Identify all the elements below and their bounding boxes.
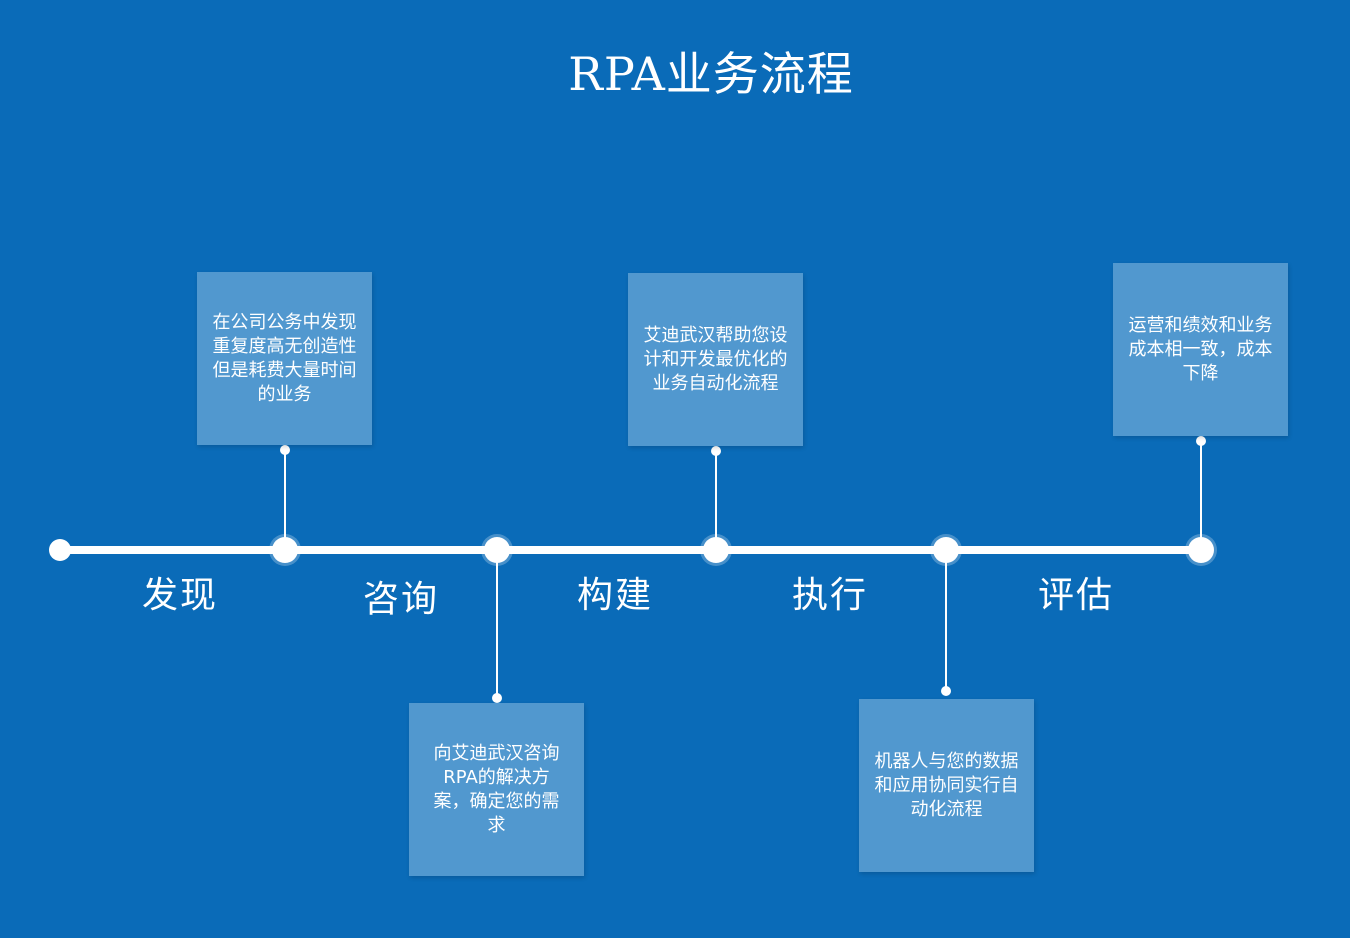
stage-label-discover: 发现	[141, 575, 218, 616]
connector-evaluate	[1200, 441, 1202, 550]
timeline-node-evaluate	[1188, 537, 1214, 563]
card-build: 艾迪武汉帮助您设计和开发最优化的业务自动化流程	[628, 273, 803, 446]
timeline-node-discover	[272, 537, 298, 563]
card-consult-text: 向艾迪武汉咨询RPA的解决方案，确定您的需求	[433, 742, 560, 836]
connector-dot-build	[711, 446, 721, 456]
timeline-node-execute	[933, 537, 959, 563]
card-evaluate: 运营和绩效和业务成本相一致，成本下降	[1113, 263, 1288, 436]
card-discover: 在公司公务中发现重复度高无创造性但是耗费大量时间的业务	[197, 272, 372, 445]
page-title: RPA业务流程	[568, 47, 854, 101]
stage-label-consult: 咨询	[362, 579, 439, 620]
card-evaluate-text: 运营和绩效和业务成本相一致，成本下降	[1128, 314, 1273, 384]
card-execute-text: 机器人与您的数据和应用协同实行自动化流程	[874, 750, 1019, 820]
timeline-start-node	[49, 539, 71, 561]
stage-label-evaluate: 评估	[1037, 575, 1114, 616]
stage-label-execute: 执行	[791, 575, 868, 616]
card-build-text: 艾迪武汉帮助您设计和开发最优化的业务自动化流程	[643, 324, 788, 394]
card-discover-text: 在公司公务中发现重复度高无创造性但是耗费大量时间的业务	[212, 311, 357, 405]
stage-label-build: 构建	[576, 575, 653, 616]
connector-dot-execute	[941, 686, 951, 696]
connector-dot-evaluate	[1196, 436, 1206, 446]
card-execute: 机器人与您的数据和应用协同实行自动化流程	[859, 699, 1034, 872]
timeline-line	[60, 546, 1202, 554]
connector-build	[715, 451, 717, 550]
timeline-node-consult	[484, 537, 510, 563]
timeline-node-build	[703, 537, 729, 563]
connector-execute	[945, 550, 947, 691]
connector-consult	[496, 550, 498, 698]
connector-dot-consult	[492, 693, 502, 703]
connector-discover	[284, 450, 286, 550]
card-consult: 向艾迪武汉咨询RPA的解决方案，确定您的需求	[409, 703, 584, 876]
connector-dot-discover	[280, 445, 290, 455]
